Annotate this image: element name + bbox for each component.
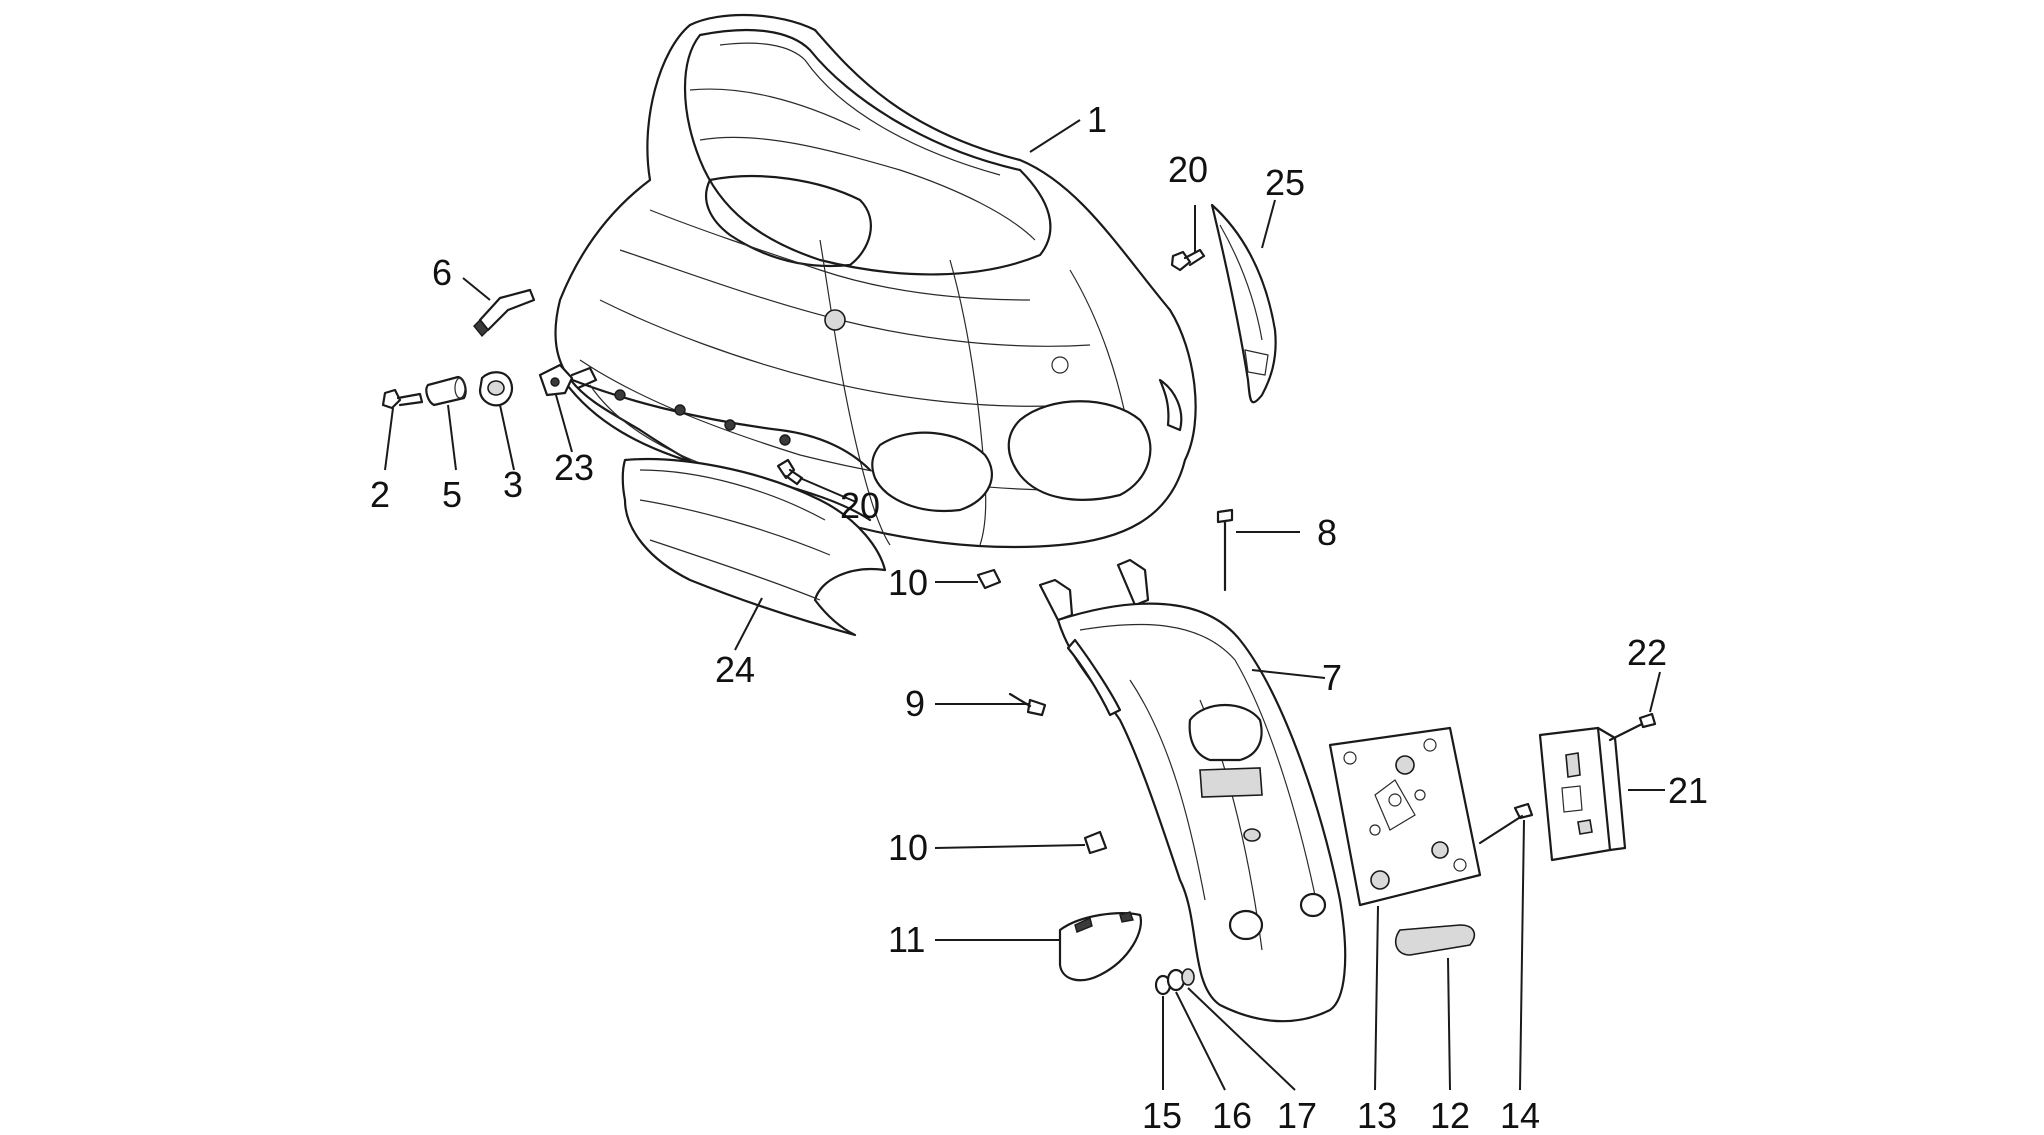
part-25-side-trim [1210,203,1277,404]
callout-16: 16 [1212,1095,1252,1135]
callout-21: 21 [1668,770,1708,811]
hardware-bulb-6 [473,288,536,338]
callout-8: 8 [1317,512,1337,553]
hardware-screw-20-lower [776,458,804,486]
callout-13: 13 [1357,1095,1397,1135]
callout-12: 12 [1430,1095,1470,1135]
part-21-reflector-bracket [1538,726,1627,862]
callout-3: 3 [503,464,523,505]
hardware-nut-17 [1181,968,1195,986]
hardware-screw-2 [381,388,424,410]
part-1-front-shield [554,13,1197,549]
hardware-nut-10-upper [976,568,1002,590]
callout-17: 17 [1277,1095,1317,1135]
hardware-nut-10-lower [1083,830,1108,855]
callout-9: 9 [905,683,925,724]
callout-25: 25 [1265,162,1305,203]
callout-7: 7 [1322,657,1342,698]
callout-6: 6 [432,252,452,293]
part-13-license-plate-holder [1328,726,1482,907]
callout-23: 23 [554,447,594,488]
callout-2: 2 [370,474,390,515]
callout-14: 14 [1500,1095,1540,1135]
callout-10-upper: 10 [888,562,928,603]
callout-5: 5 [442,474,462,515]
callout-20-lower: 20 [840,485,880,526]
callout-1: 1 [1087,99,1107,140]
part-12-plate-reflector [1394,924,1476,956]
hardware-screw-20-upper [1170,248,1206,272]
callout-20-upper: 20 [1168,149,1208,190]
callout-24: 24 [715,649,755,690]
hardware-grommet-3 [478,371,514,407]
part-11-reflector [1058,911,1143,982]
hardware-spacer-5 [425,375,467,407]
hardware-screw-22 [1608,712,1657,742]
callout-15: 15 [1142,1095,1182,1135]
callout-10-lower: 10 [888,827,928,868]
part-24-lower-trim-panel [621,457,887,637]
callout-labels: 1 20 25 6 2 5 3 23 20 24 10 8 7 9 10 11 … [370,99,1708,1135]
hardware-screw-8 [1216,508,1234,592]
hardware-screw-14 [1478,802,1534,845]
part-7-rear-mudguard [1038,558,1347,1023]
leader-lines [384,119,1665,1091]
callout-22: 22 [1627,632,1667,673]
hardware-clip-23 [538,363,598,397]
callout-11: 11 [888,919,925,960]
